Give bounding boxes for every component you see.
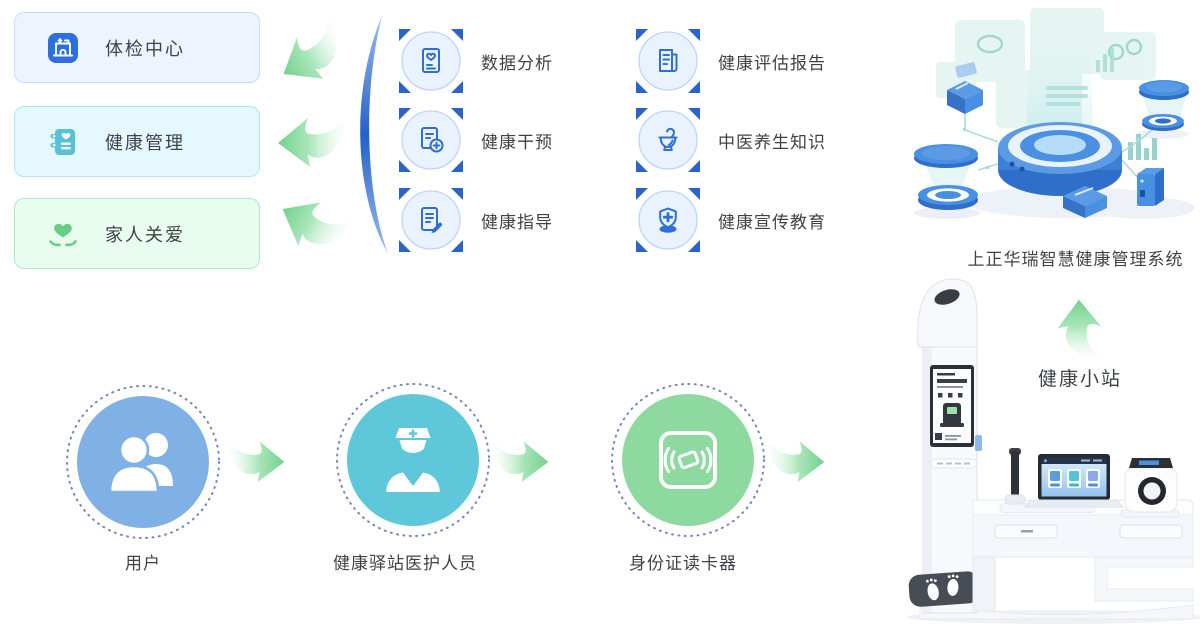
flow-node-user	[66, 385, 220, 539]
platform-title: 上正华瑞智慧健康管理系统	[967, 250, 1184, 269]
heart-in-hands-icon	[49, 223, 77, 246]
feature-health-guidance-label: 健康指导	[481, 212, 553, 232]
feature-health-education: 健康宣传教育	[630, 182, 826, 258]
health-record-book-icon	[50, 128, 75, 155]
feature-data-analysis-label: 数据分析	[481, 53, 553, 73]
report-newspaper-icon	[636, 29, 700, 93]
flow-node-card-reader	[611, 383, 765, 537]
flow-node-card-reader-label: 身份证读卡器	[629, 554, 737, 573]
feature-tcm-knowledge: 中医养生知识	[630, 102, 826, 178]
feature-health-intervention: 健康干预	[393, 102, 553, 178]
card-exam-center-label: 体检中心	[105, 38, 185, 59]
arrow-to-family-care	[282, 202, 354, 246]
feature-health-guidance: 健康指导	[393, 182, 553, 258]
card-health-management: 健康管理	[14, 106, 260, 177]
feature-data-analysis: 数据分析	[393, 23, 553, 99]
arrow-staff-to-reader	[491, 441, 549, 482]
id-card-reader-icon	[659, 431, 717, 489]
arrow-reader-to-station	[767, 441, 825, 482]
smart-platform-illustration	[914, 8, 1195, 219]
health-shield-icon	[636, 188, 700, 252]
flow-node-medical-staff	[336, 383, 490, 537]
arrow-to-exam-center	[283, 19, 337, 79]
card-family-care-label: 家人关爱	[105, 224, 185, 245]
feature-assessment-report-label: 健康评估报告	[718, 53, 826, 73]
feature-health-intervention-label: 健康干预	[481, 132, 553, 152]
arrow-user-to-staff	[227, 441, 285, 482]
feature-assessment-report: 健康评估报告	[630, 23, 826, 99]
feature-health-education-label: 健康宣传教育	[718, 212, 826, 232]
arrow-station-to-platform	[1057, 299, 1102, 361]
card-health-management-label: 健康管理	[105, 132, 185, 153]
card-family-care: 家人关爱	[14, 198, 260, 269]
brace-arc	[360, 16, 388, 254]
health-intervention-document-icon	[399, 108, 463, 172]
users-icon	[108, 433, 173, 494]
feature-tcm-knowledge-label: 中医养生知识	[718, 132, 826, 152]
health-kiosk-illustration	[907, 278, 1200, 624]
card-exam-center: 体检中心	[14, 12, 260, 83]
health-guidance-document-icon	[399, 188, 463, 252]
station-title: 健康小站	[1037, 369, 1122, 390]
data-analysis-document-icon	[399, 29, 463, 93]
hospital-icon	[48, 32, 78, 63]
flow-node-user-label: 用户	[125, 554, 161, 573]
nurse-icon	[386, 428, 440, 492]
herbal-mortar-icon	[636, 108, 700, 172]
arrow-to-health-management	[278, 118, 346, 167]
flow-node-medical-staff-label: 健康驿站医护人员	[333, 554, 477, 573]
